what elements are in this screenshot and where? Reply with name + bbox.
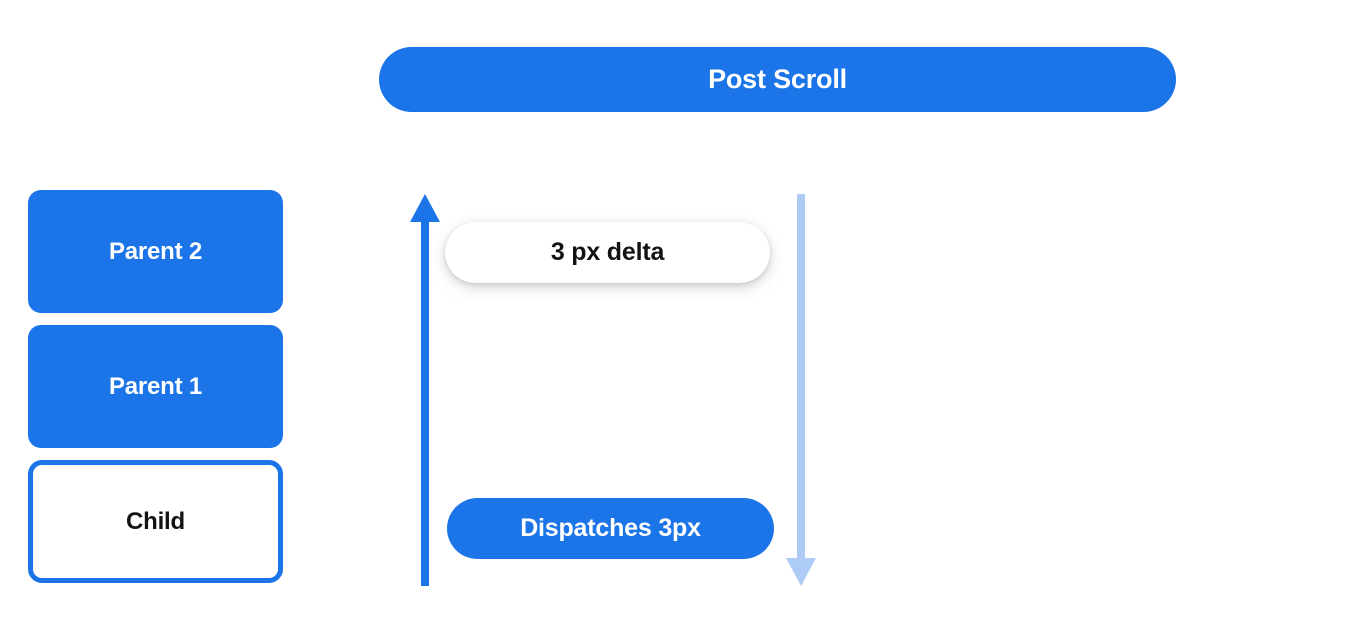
delta-chip-label: 3 px delta xyxy=(550,238,665,266)
arrow-up-icon xyxy=(410,194,440,586)
node-parent-1-label: Parent 1 xyxy=(108,372,203,400)
node-parent-1: Parent 1 xyxy=(28,325,283,448)
delta-chip: 3 px delta xyxy=(445,222,770,283)
node-stack: Parent 2 Parent 1 Child xyxy=(28,190,283,583)
node-parent-2: Parent 2 xyxy=(28,190,283,313)
post-scroll-header-label: Post Scroll xyxy=(708,64,847,94)
dispatch-pill: Dispatches 3px xyxy=(447,498,774,559)
node-parent-2-label: Parent 2 xyxy=(108,237,203,265)
post-scroll-header-pill: Post Scroll xyxy=(379,47,1176,112)
node-child-label: Child xyxy=(126,507,185,535)
dispatch-pill-label: Dispatches 3px xyxy=(520,514,701,542)
arrow-down-icon xyxy=(786,194,816,586)
node-child: Child xyxy=(28,460,283,583)
